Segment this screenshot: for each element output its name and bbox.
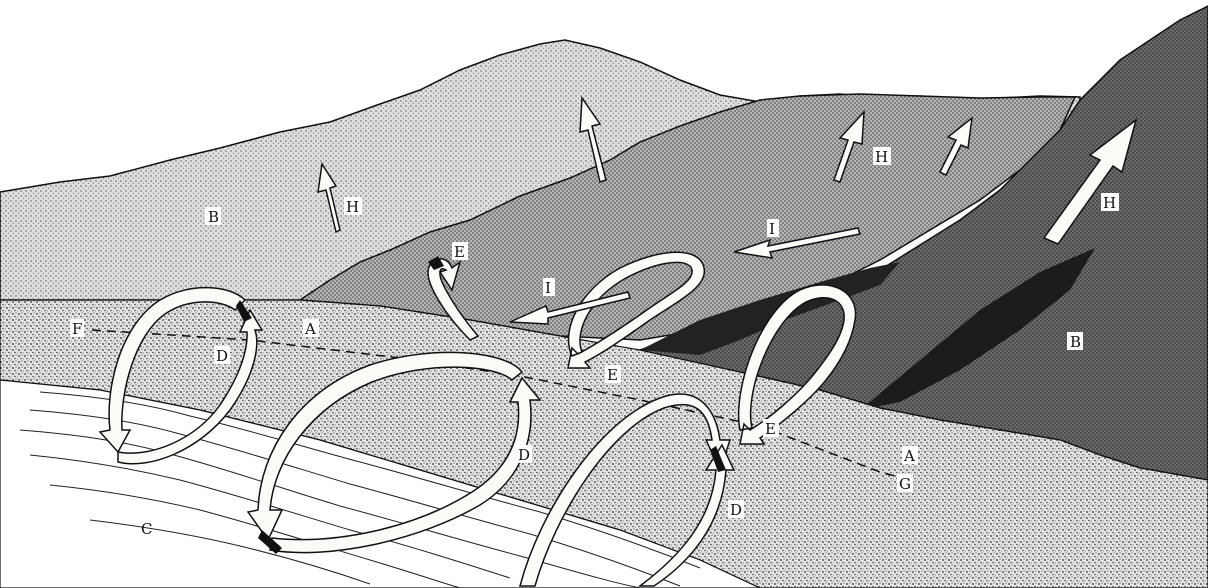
svg-text:H: H — [1103, 194, 1116, 212]
svg-text:C: C — [141, 520, 152, 538]
label-a-1: A — [303, 319, 319, 338]
svg-text:D: D — [518, 446, 530, 464]
label-e-3: E — [763, 419, 779, 438]
svg-text:B: B — [208, 208, 219, 226]
svg-text:G: G — [899, 475, 911, 493]
label-d-3: D — [728, 500, 744, 519]
label-c: C — [141, 520, 152, 538]
svg-text:E: E — [607, 366, 618, 384]
svg-text:F: F — [72, 320, 82, 338]
svg-text:H: H — [346, 198, 359, 216]
label-b-right: B — [1067, 332, 1083, 351]
label-b-left: B — [205, 207, 221, 226]
svg-text:H: H — [875, 148, 888, 166]
label-f: F — [70, 319, 84, 338]
label-e-1: E — [452, 242, 468, 261]
svg-text:E: E — [765, 420, 776, 438]
label-i-2: I — [543, 278, 555, 297]
svg-text:B: B — [1070, 333, 1081, 351]
label-h-3: H — [1101, 193, 1119, 212]
label-g: G — [897, 474, 913, 493]
label-h-1: H — [344, 197, 362, 216]
label-d-1: D — [214, 346, 230, 365]
svg-text:I: I — [769, 220, 775, 238]
svg-text:A: A — [903, 447, 915, 465]
label-e-2: E — [605, 365, 621, 384]
label-a-2: A — [902, 446, 918, 465]
svg-text:E: E — [454, 243, 465, 261]
label-h-2: H — [873, 147, 891, 166]
label-i-1: I — [767, 219, 779, 238]
label-d-2: D — [516, 445, 532, 464]
svg-text:A: A — [304, 320, 316, 338]
svg-text:D: D — [730, 501, 742, 519]
svg-text:I: I — [545, 279, 551, 297]
svg-text:D: D — [216, 347, 228, 365]
